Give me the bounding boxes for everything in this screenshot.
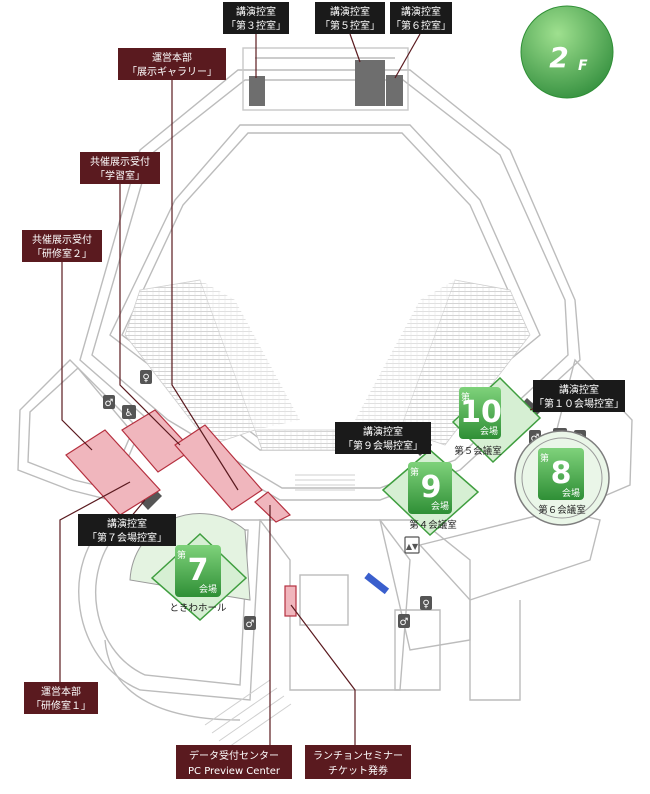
elevator-icon: ▲▼ — [404, 536, 420, 554]
venue-8-marker[interactable]: 第 8 会場 第６会議室 — [514, 430, 610, 526]
venue-8-kaijo: 会場 — [562, 487, 580, 499]
leader-lines — [59, 33, 557, 745]
blue-counter — [364, 572, 390, 595]
data-center-area — [254, 491, 291, 523]
venue-9-kaijo: 会場 — [431, 500, 449, 512]
svg-text:講演控室: 講演控室 — [236, 5, 276, 18]
label-speaker-room-6: 講演控室 「第６控室」 — [390, 2, 452, 34]
venue-8-dai: 第 — [540, 452, 549, 464]
venue-9-number: 9 — [421, 470, 442, 505]
svg-text:データ受付センター: データ受付センター — [189, 749, 279, 762]
venue-10-room: 第５会議室 — [454, 445, 502, 457]
svg-text:「第９会場控室」: 「第９会場控室」 — [343, 439, 423, 452]
svg-text:講演控室: 講演控室 — [559, 383, 599, 396]
svg-text:▲▼: ▲▼ — [406, 542, 419, 551]
svg-text:「第６控室」: 「第６控室」 — [391, 19, 451, 32]
svg-text:♀: ♀ — [422, 599, 429, 610]
hq-gallery-area — [174, 424, 263, 511]
svg-text:「研修室２」: 「研修室２」 — [32, 247, 92, 260]
venue-7-kaijo: 会場 — [199, 583, 217, 595]
svg-text:「第７会場控室」: 「第７会場控室」 — [87, 531, 167, 544]
venue-10-kaijo: 会場 — [480, 425, 498, 437]
svg-text:「第５控室」: 「第５控室」 — [320, 19, 380, 32]
svg-text:講演控室: 講演控室 — [363, 425, 403, 438]
speaker-room-3-area — [249, 76, 265, 106]
svg-text:「第３控室」: 「第３控室」 — [226, 19, 286, 32]
building-walls — [17, 47, 633, 750]
svg-text:チケット発券: チケット発券 — [328, 764, 388, 777]
label-joint-reception-study: 共催展示受付 「学習室」 — [80, 152, 160, 184]
venue-9-room: 第４会議室 — [409, 519, 457, 531]
svg-text:講演控室: 講演控室 — [330, 5, 370, 18]
venue-10-number: 10 — [460, 395, 502, 430]
venue-7-room: ときわホール — [169, 603, 227, 614]
svg-text:♿: ♿ — [125, 408, 134, 419]
label-hq-gallery: 運営本部 「展示ギャラリー」 — [118, 48, 226, 80]
venue-8-number: 8 — [551, 456, 572, 491]
restroom-icon: ♂ — [244, 616, 256, 630]
svg-text:共催展示受付: 共催展示受付 — [32, 233, 92, 246]
svg-text:♂: ♂ — [105, 398, 114, 409]
svg-text:♂: ♂ — [246, 619, 255, 630]
svg-text:「研修室１」: 「研修室１」 — [31, 699, 91, 712]
speaker-room-5-area — [355, 60, 385, 106]
svg-text:共催展示受付: 共催展示受付 — [90, 155, 150, 168]
restroom-icon: ♀ — [140, 370, 152, 384]
svg-text:講演控室: 講演控室 — [401, 5, 441, 18]
restroom-icon: ♀ — [420, 596, 432, 610]
svg-text:「展示ギャラリー」: 「展示ギャラリー」 — [127, 66, 217, 78]
venue-7-dai: 第 — [177, 549, 186, 561]
venue-8-room: 第６会議室 — [538, 504, 586, 516]
restroom-icon: ♂ — [398, 614, 410, 628]
accessible-restroom-icon: ♿ — [122, 405, 136, 419]
svg-text:「学習室」: 「学習室」 — [95, 169, 145, 182]
label-speaker-room-5: 講演控室 「第５控室」 — [315, 2, 385, 34]
venue-9-marker[interactable]: 第 9 会場 第４会議室 — [381, 449, 480, 537]
reception-areas[interactable] — [65, 409, 297, 617]
venue-10-marker[interactable]: 第 10 会場 第５会議室 — [451, 376, 542, 464]
svg-text:講演控室: 講演控室 — [107, 517, 147, 530]
floor-suffix: F — [578, 58, 588, 74]
label-speaker-room-9: 講演控室 「第９会場控室」 — [335, 422, 431, 454]
label-speaker-room-3: 講演控室 「第３控室」 — [223, 2, 289, 34]
floor-badge: 2 F — [520, 5, 614, 99]
label-speaker-room-10: 講演控室 「第１０会場控室」 — [533, 380, 625, 412]
venue-7-number: 7 — [188, 553, 209, 588]
svg-text:♂: ♂ — [400, 617, 409, 628]
svg-text:「第１０会場控室」: 「第１０会場控室」 — [534, 397, 624, 410]
svg-text:♂: ♂ — [531, 433, 540, 444]
speaker-room-6-area — [386, 75, 403, 106]
svg-text:PC Preview Center: PC Preview Center — [188, 766, 281, 777]
label-joint-reception-training2: 共催展示受付 「研修室２」 — [22, 230, 102, 262]
label-hq-training1: 運営本部 「研修室１」 — [24, 682, 98, 714]
joint-reception-training2-area — [65, 429, 161, 516]
lunch-ticket-area — [284, 585, 297, 617]
svg-text:運営本部: 運営本部 — [152, 51, 192, 64]
label-speaker-room-7: 講演控室 「第７会場控室」 — [78, 514, 176, 546]
svg-text:運営本部: 運営本部 — [41, 685, 81, 698]
venue-10-dai: 第 — [461, 391, 470, 403]
arena-seating — [124, 279, 531, 451]
label-data-center: データ受付センター PC Preview Center — [176, 745, 292, 779]
svg-text:♀: ♀ — [142, 373, 149, 384]
floor-number: 2 — [549, 41, 568, 74]
restroom-icon: ♂ — [103, 395, 115, 409]
svg-text:ランチョンセミナー: ランチョンセミナー — [313, 750, 403, 762]
label-lunch-ticket: ランチョンセミナー チケット発券 — [305, 745, 411, 779]
venue-9-dai: 第 — [410, 466, 419, 478]
